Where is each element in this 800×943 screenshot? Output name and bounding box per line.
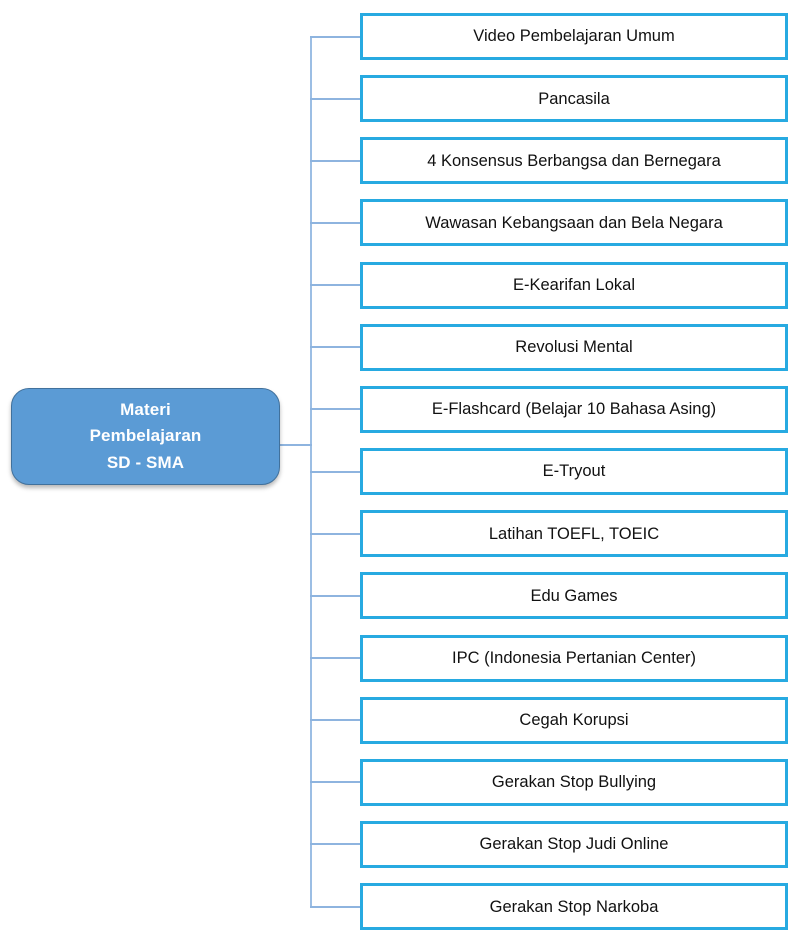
leaf-node[interactable]: Gerakan Stop Narkoba [360, 883, 788, 931]
leaf-node-label: Gerakan Stop Judi Online [479, 835, 669, 854]
branch-connector [310, 408, 360, 411]
leaf-node[interactable]: Gerakan Stop Bullying [360, 758, 788, 806]
leaf-node-label: Pancasila [538, 89, 610, 108]
leaf-node[interactable]: E-Flashcard (Belajar 10 Bahasa Asing) [360, 385, 788, 433]
branch-connector [310, 657, 360, 659]
leaf-node[interactable]: Revolusi Mental [360, 323, 788, 371]
leaf-node-label: Edu Games [530, 586, 618, 605]
leaf-node-label: Wawasan Kebangsaan dan Bela Negara [425, 213, 723, 232]
leaf-node[interactable]: Edu Games [360, 572, 788, 620]
leaf-node-label: Revolusi Mental [515, 338, 633, 357]
leaf-node[interactable]: 4 Konsensus Berbangsa dan Bernegara [360, 137, 788, 185]
branch-connector [310, 346, 360, 349]
leaf-node-label: Latihan TOEFL, TOEIC [488, 524, 660, 543]
leaf-node[interactable]: Video Pembelajaran Umum [360, 13, 788, 60]
root-node[interactable]: Materi Pembelajaran SD - SMA [11, 388, 280, 485]
leaf-node[interactable]: IPC (Indonesia Pertanian Center) [360, 634, 788, 682]
root-stub-connector [280, 444, 312, 446]
leaf-node-label: Video Pembelajaran Umum [473, 27, 675, 46]
branch-connector [310, 35, 360, 38]
leaf-node-label: IPC (Indonesia Pertanian Center) [452, 648, 696, 667]
branch-connector [310, 905, 360, 908]
leaf-node-label: Gerakan Stop Narkoba [489, 897, 659, 916]
leaf-node[interactable]: Pancasila [360, 75, 788, 123]
leaf-node-label: E-Kearifan Lokal [513, 276, 635, 295]
leaf-node-label: Gerakan Stop Bullying [491, 773, 657, 792]
leaf-node[interactable]: E-Kearifan Lokal [360, 261, 788, 309]
branch-connector [310, 843, 360, 846]
branch-connector [310, 284, 360, 287]
branch-connector [310, 781, 360, 784]
leaf-node-label: 4 Konsensus Berbangsa dan Bernegara [427, 151, 721, 170]
branch-connector [310, 221, 360, 224]
branch-connector [310, 719, 360, 722]
leaf-node-label: Cegah Korupsi [519, 711, 629, 730]
branch-connector [310, 159, 360, 162]
leaf-node[interactable]: Wawasan Kebangsaan dan Bela Negara [360, 199, 788, 247]
branch-connector [310, 470, 360, 473]
branch-connector [310, 594, 360, 597]
leaf-node[interactable]: E-Tryout [360, 448, 788, 496]
branch-connector [310, 97, 360, 100]
branch-connector [310, 532, 360, 535]
leaf-node[interactable]: Latihan TOEFL, TOEIC [360, 510, 788, 558]
leaf-node-label: E-Tryout [542, 462, 606, 481]
leaf-node[interactable]: Gerakan Stop Judi Online [360, 820, 788, 868]
root-node-label: Materi Pembelajaran SD - SMA [89, 399, 202, 472]
leaf-node-label: E-Flashcard (Belajar 10 Bahasa Asing) [431, 400, 717, 419]
leaf-node[interactable]: Cegah Korupsi [360, 696, 788, 744]
